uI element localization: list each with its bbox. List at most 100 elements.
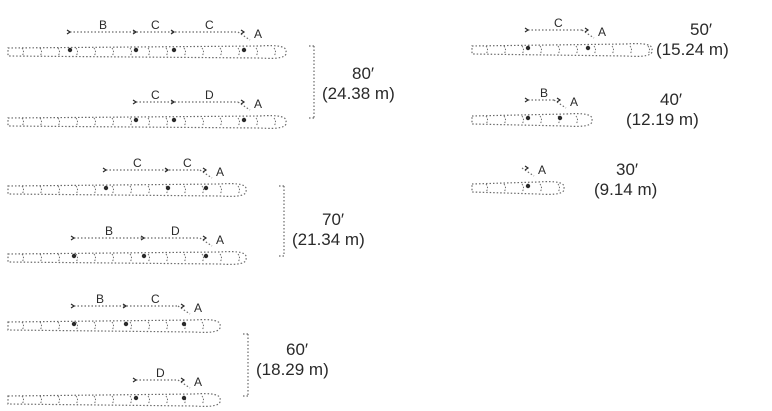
branch-stub [147,395,150,405]
branch-stub [521,115,524,125]
length-label-80: 80′ (24.38 m) [322,64,395,104]
branch-stub [183,185,186,195]
tree-diagram: A [471,163,565,195]
cut-point-dot [525,115,531,121]
branch-stub [219,185,222,195]
joint-label: C [151,292,160,306]
log-outline [471,43,653,57]
joint-label: A [194,375,202,389]
branch-stub [75,117,78,127]
branch-stub [503,45,506,55]
joint-label: A [216,165,224,179]
cut-point-dot [525,183,531,189]
branch-stub [75,185,78,195]
branch-stub [129,253,132,263]
branch-stub [539,45,542,55]
branch-stub [75,321,78,331]
branch-stub [57,253,60,263]
branch-stub [111,117,114,127]
arrow-marker [180,377,186,383]
dimension-slant [177,305,191,315]
branch-stub [129,395,132,405]
branch-stub [111,253,114,263]
branch-stub [39,47,42,57]
branch-stub [201,253,204,263]
cut-point-dot [71,253,77,259]
branch-stub [273,117,276,127]
branch-stub [147,185,150,195]
branch-stub [21,395,24,405]
joint-label: C [205,18,214,32]
cut-point-dot [203,185,209,191]
branch-stub [147,253,150,263]
branch-stub [273,47,276,57]
cut-point-dot [181,321,187,327]
branch-stub [219,253,222,263]
length-feet-30: 30′ [616,160,639,179]
joint-label: A [570,95,578,109]
joint-label: C [183,156,192,170]
branch-stub [93,253,96,263]
arrow-marker [524,165,530,171]
arrow-marker [164,167,170,173]
arrow-marker [132,99,138,105]
branch-stub [57,117,60,127]
branch-stub [521,45,524,55]
joint-label: A [216,233,224,247]
dimension-slant [521,167,535,177]
branch-stub [237,185,240,195]
branch-stub [111,185,114,195]
length-metric-80: (24.38 m) [322,84,395,103]
branch-stub [647,45,650,55]
cut-point-dot [203,253,209,259]
length-feet-50: 50′ [690,20,713,39]
branch-stub [539,183,542,193]
log-outline [471,181,565,195]
branch-stub [129,47,132,57]
group-g30: A [471,163,565,195]
dimension-slant [237,31,251,41]
cut-point-dot [241,47,247,53]
arrow-marker [170,29,176,35]
branch-stub [39,395,42,405]
branch-stub [39,253,42,263]
branch-stub [237,253,240,263]
branch-stub [57,47,60,57]
joint-label: A [254,97,262,111]
length-metric-50: (15.24 m) [656,40,729,59]
branch-stub [93,117,96,127]
log-outline [7,319,221,333]
joint-label: B [96,292,104,306]
joint-label: D [156,366,165,380]
branch-stub [93,395,96,405]
branch-stub [201,395,204,405]
joint-label: A [254,27,262,41]
branch-stub [165,47,168,57]
dimension-slant [553,99,567,109]
branch-stub [485,115,488,125]
arrow-marker [556,97,562,103]
group-g40: BA [471,86,593,127]
branch-stub [521,183,524,193]
arrow-marker [140,235,146,241]
joint-label: B [99,18,107,32]
branch-stub [165,253,168,263]
branch-stub [237,47,240,57]
branch-stub [147,47,150,57]
branch-stub [21,185,24,195]
branch-stub [503,115,506,125]
branch-stub [255,117,258,127]
log-outline [7,393,221,407]
branch-stub [93,47,96,57]
branch-stub [21,253,24,263]
branch-stub [503,183,506,193]
joint-label: D [205,88,214,102]
length-feet-40: 40′ [660,90,683,109]
branch-stub [183,47,186,57]
arrow-marker [102,167,108,173]
length-label-50: 50′ (15.24 m) [656,20,729,60]
cut-point-dot [123,321,129,327]
